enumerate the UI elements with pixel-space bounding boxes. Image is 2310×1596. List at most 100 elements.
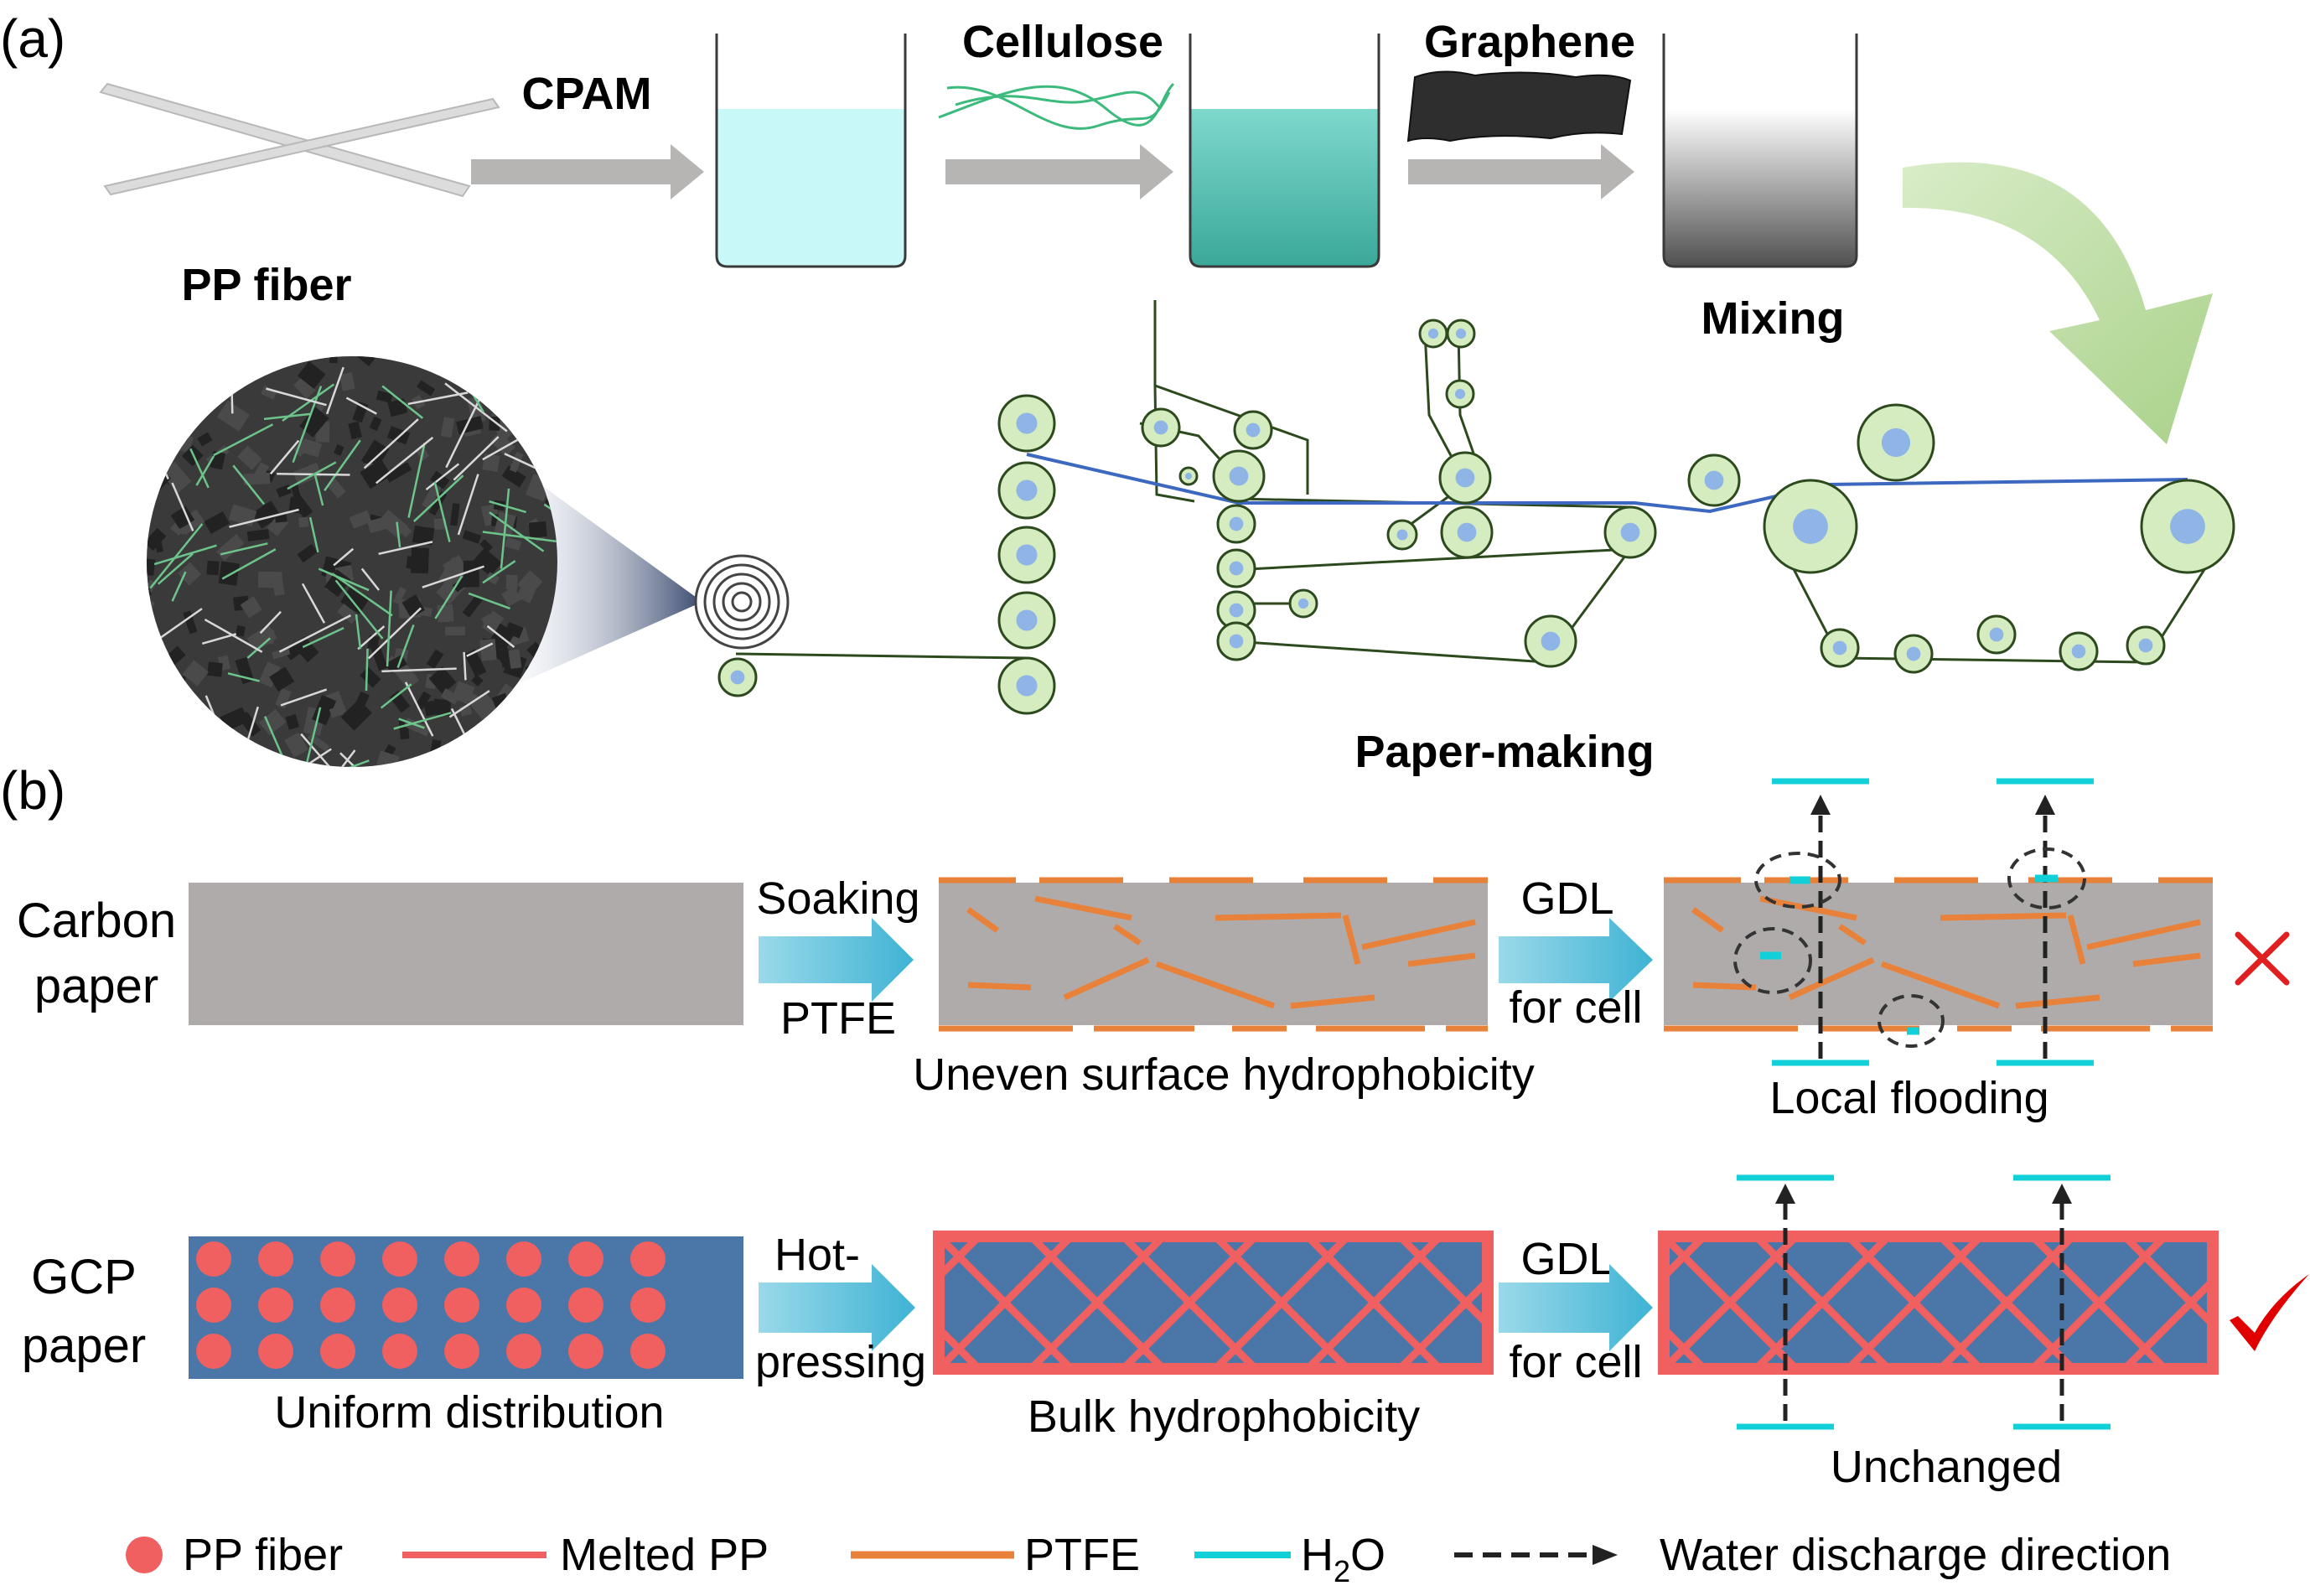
pp-fiber-dot xyxy=(568,1288,603,1323)
ptfe-fiber xyxy=(1063,956,1150,1001)
legend-pp-fiber-label: PP fiber xyxy=(183,1530,343,1580)
paper-fiber xyxy=(108,606,142,678)
graphene-flake xyxy=(376,390,393,403)
pp-fiber-dot xyxy=(382,1334,417,1369)
graphene-flake xyxy=(284,732,308,758)
paper-fiber xyxy=(468,592,510,610)
graphene-flake xyxy=(536,418,555,440)
graphene-flake xyxy=(449,503,460,526)
gdl-arrow-row2 xyxy=(1499,1264,1653,1351)
paper-fiber xyxy=(334,579,384,640)
felt-belt xyxy=(1779,536,2227,664)
ptfe-coated-paper xyxy=(939,877,1488,1032)
graphene-flake xyxy=(272,647,291,660)
graphene-flake xyxy=(233,356,260,377)
paper-fiber xyxy=(149,523,204,589)
pp-fiber-dot xyxy=(320,1241,355,1277)
graphene-flake xyxy=(479,639,497,661)
roller-core xyxy=(1153,420,1168,435)
pressing-label: pressing xyxy=(755,1337,926,1387)
cellulose-label: Cellulose xyxy=(962,17,1163,67)
paper-fiber xyxy=(453,373,500,378)
melted-pp-strand xyxy=(1396,1275,1488,1369)
graphene-flake xyxy=(486,726,507,748)
ptfe-fiber xyxy=(1034,895,1132,921)
graphene-flake xyxy=(147,422,150,447)
graphene-flake xyxy=(340,585,370,614)
paper-fiber xyxy=(519,748,535,767)
graphene-flake xyxy=(158,393,179,419)
fail-cross-icon xyxy=(2235,931,2290,986)
gcp-paper-label-line1: GCP xyxy=(31,1250,137,1304)
paper-fiber xyxy=(448,690,490,718)
paper-fiber xyxy=(246,637,272,659)
graphene-flake xyxy=(392,586,407,605)
graphene-flake xyxy=(329,356,338,364)
graphene-flake xyxy=(428,490,448,516)
paper-fiber xyxy=(476,719,546,749)
graphene-flake xyxy=(293,376,316,400)
pp-fiber-dot xyxy=(382,1288,417,1323)
graphene-flake xyxy=(367,516,388,534)
pp-fiber-dot xyxy=(320,1334,355,1369)
success-check-icon xyxy=(2230,1274,2309,1351)
paper-fiber xyxy=(500,488,510,569)
for-cell-label-row1: for cell xyxy=(1509,982,1642,1033)
graphene-flake xyxy=(440,417,455,438)
graphene-flake xyxy=(183,610,198,635)
felt-belt xyxy=(1154,384,1309,495)
pp-fiber-dot xyxy=(196,1288,231,1323)
pp-fiber-dot xyxy=(258,1288,293,1323)
graphene-flake xyxy=(337,603,359,624)
beaker-mixing xyxy=(1662,34,1858,268)
paper-fiber xyxy=(380,683,412,709)
carbon-paper-block xyxy=(189,883,743,1025)
paper-fiber xyxy=(180,724,233,767)
paper-fiber xyxy=(463,651,467,681)
graphene-flake xyxy=(509,451,524,473)
paper-fiber xyxy=(324,439,361,491)
graphene-flake xyxy=(426,649,444,669)
graphene-flake xyxy=(285,713,299,730)
roller-core xyxy=(1881,428,1911,458)
graphene-flake xyxy=(258,661,281,688)
graphene-flake xyxy=(187,737,199,754)
flooding-spot xyxy=(1878,994,1945,1048)
bulk-hydrophobicity-caption: Bulk hydrophobicity xyxy=(1028,1391,1420,1442)
paper-fiber xyxy=(230,383,234,414)
graphene-flake xyxy=(433,518,447,530)
flow-curved-arrow xyxy=(1903,162,2213,444)
paper-fiber xyxy=(425,463,460,490)
paper-fiber xyxy=(306,749,356,767)
paper-fiber xyxy=(434,575,464,619)
paper-fiber xyxy=(189,448,210,489)
paper-fiber xyxy=(308,516,319,553)
paper-fiber xyxy=(321,759,370,767)
graphene-flake xyxy=(329,705,344,718)
graphene-flake xyxy=(544,437,556,448)
paper-fiber xyxy=(213,423,274,457)
paper-fiber xyxy=(457,474,479,536)
graphene-flake xyxy=(235,656,255,685)
water-arrowhead-icon xyxy=(1810,795,1831,815)
graphene-flake xyxy=(349,510,372,529)
paper-fiber xyxy=(232,464,266,505)
uniform-distribution-caption: Uniform distribution xyxy=(274,1387,664,1438)
graphene-flake xyxy=(297,360,326,389)
panel-b-label: (b) xyxy=(0,760,65,821)
graphene-flake xyxy=(334,443,344,456)
cellulose-fibers xyxy=(938,82,1175,130)
paper-fiber xyxy=(466,642,494,657)
gdl-label-row2: GDL xyxy=(1520,1234,1613,1284)
graphene-flake xyxy=(237,445,262,470)
graphene-flake xyxy=(193,737,207,757)
roller-core xyxy=(1427,328,1439,339)
paper-fiber xyxy=(147,698,163,713)
graphene-flake xyxy=(440,688,460,705)
stable-gdl xyxy=(1658,1174,2219,1430)
graphene-flake xyxy=(442,555,467,578)
graphene-flake xyxy=(261,385,277,400)
roller-core xyxy=(1016,675,1038,697)
pp-fiber-dot xyxy=(506,1241,541,1277)
flooding-spot xyxy=(1733,927,1812,994)
